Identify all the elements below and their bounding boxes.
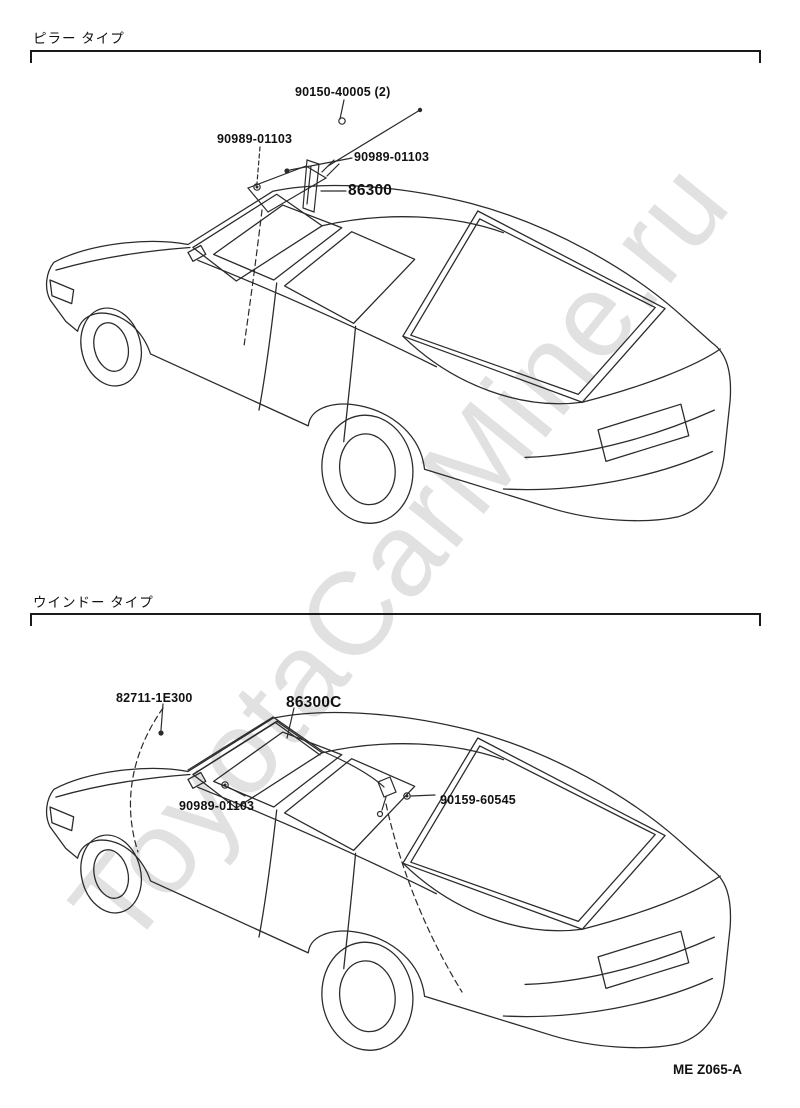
rod-tip-dot — [417, 107, 423, 113]
leader-line-part3 — [289, 157, 353, 171]
drawing-code: ME Z065-A — [673, 1062, 743, 1077]
part-label-86300C: 86300C — [286, 694, 342, 711]
glass-antenna-wire-4 — [275, 722, 321, 756]
section-bracket-window — [30, 613, 761, 626]
cable-route-dashed-front — [129, 707, 164, 853]
pillar-antenna-inner-line — [306, 165, 312, 205]
glass-antenna-wire-3 — [272, 716, 323, 752]
part-label-90989-01103-b: 90989-01103 — [354, 150, 430, 164]
part-label-90989-01103-a: 90989-01103 — [217, 132, 293, 146]
section-title-pillar-type: ピラー タイプ — [33, 31, 125, 46]
screw-icon-dot — [405, 794, 409, 798]
pillar-type-car-diagram — [45, 99, 732, 530]
leader-line-part2 — [256, 146, 261, 184]
rod-fastener-icon — [338, 117, 346, 125]
leader-line-part4 — [410, 794, 436, 797]
connector-tail — [381, 796, 387, 811]
screw-icon-dot — [223, 783, 227, 787]
part-label-86300: 86300 — [348, 182, 393, 199]
pillar-antenna-amplifier — [302, 159, 320, 213]
screw-icon — [403, 792, 411, 800]
glass-antenna-wire-2 — [193, 720, 279, 775]
cable-route-dashed — [243, 209, 263, 347]
screw-icon — [253, 183, 261, 191]
leader-line-part1 — [160, 703, 164, 731]
leader-line-part3 — [227, 786, 246, 797]
sedan-drawing — [45, 711, 732, 1057]
sedan-drawing — [45, 184, 732, 530]
connector-ring — [376, 810, 384, 818]
glass-antenna-wire-1 — [187, 716, 274, 771]
leader-end-dot — [158, 730, 164, 736]
antenna-connector — [377, 776, 397, 798]
antenna-cable — [321, 750, 385, 788]
section-bracket-pillar — [30, 50, 761, 63]
part-label-82711-1E300: 82711-1E300 — [116, 691, 193, 705]
part-label-90159-60545: 90159-60545 — [440, 793, 516, 807]
leader-line-part2 — [286, 707, 295, 739]
cable-route-dashed-rear — [385, 803, 463, 993]
screw-icon-dot — [255, 185, 259, 189]
leader-end-dot — [284, 168, 290, 174]
antenna-rod-icon — [327, 109, 421, 167]
part-label-90989-01103-c: 90989-01103 — [179, 799, 255, 813]
section-title-window-type: ウインドー タイプ — [33, 595, 154, 610]
part-label-90150-40005: 90150-40005 (2) — [295, 85, 391, 99]
window-type-car-diagram — [45, 703, 732, 1057]
leader-line-part1 — [339, 99, 345, 120]
screw-icon — [221, 781, 229, 789]
